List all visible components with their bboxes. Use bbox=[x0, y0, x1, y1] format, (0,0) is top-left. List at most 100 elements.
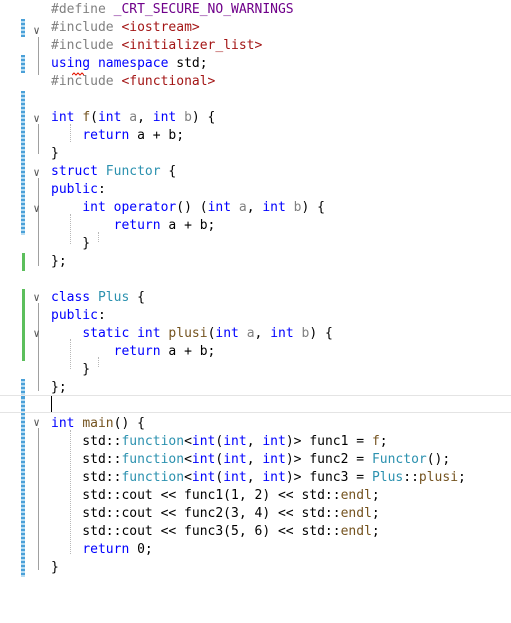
code-token: <iostream> bbox=[121, 20, 200, 35]
code-token: int bbox=[191, 434, 216, 449]
code-token: std::cout << func2(3, 4) << std:: bbox=[51, 506, 341, 521]
indent-guide bbox=[70, 339, 71, 369]
code-line-text: int f(int a, int b) { bbox=[51, 109, 215, 127]
code-token: , bbox=[246, 200, 263, 215]
code-line-text: std::function<int(int, int)> func2 = Fun… bbox=[51, 451, 450, 469]
code-token: main bbox=[82, 416, 114, 431]
code-line-text: }; bbox=[51, 379, 67, 397]
code-line[interactable]: return a + b; bbox=[0, 127, 511, 145]
code-line-text: std::function<int(int, int)> func1 = f; bbox=[51, 433, 387, 451]
code-token: { bbox=[160, 164, 177, 179]
code-token: } bbox=[51, 362, 91, 377]
code-token bbox=[129, 326, 137, 341]
code-line-text: std::function<int(int, int)> func3 = Plu… bbox=[51, 469, 466, 487]
code-token: (); bbox=[426, 452, 451, 467]
code-line[interactable]: std::function<int(int, int)> func3 = Plu… bbox=[0, 469, 511, 487]
indent-guide bbox=[98, 232, 99, 242]
code-line[interactable]: }; bbox=[0, 253, 511, 271]
code-line[interactable] bbox=[0, 91, 511, 109]
code-line[interactable]: std::function<int(int, int)> func1 = f; bbox=[0, 433, 511, 451]
code-line-text: using namespace std; bbox=[51, 55, 208, 73]
code-token bbox=[294, 326, 302, 341]
code-line[interactable]: public: bbox=[0, 181, 511, 199]
code-line[interactable]: std::cout << func1(1, 2) << std::endl; bbox=[0, 487, 511, 505]
code-line[interactable]: std::cout << func3(5, 6) << std::endl; bbox=[0, 523, 511, 541]
change-bar-modified bbox=[21, 55, 25, 73]
code-token: a + b; bbox=[160, 344, 216, 359]
code-token: int bbox=[262, 200, 286, 215]
code-token: a + b; bbox=[129, 128, 185, 143]
code-token: }; bbox=[51, 254, 67, 269]
code-line[interactable]: struct Functor { bbox=[0, 163, 511, 181]
code-token: a bbox=[246, 326, 255, 341]
outline-guide bbox=[38, 303, 39, 391]
fold-toggle-icon[interactable]: ∨ bbox=[33, 24, 40, 37]
code-token: int bbox=[191, 452, 216, 467]
code-token: < bbox=[184, 434, 192, 449]
code-token: #define bbox=[51, 2, 114, 17]
code-line[interactable]: std::function<int(int, int)> func2 = Fun… bbox=[0, 451, 511, 469]
code-token: { bbox=[129, 290, 145, 305]
code-line[interactable]: public: bbox=[0, 307, 511, 325]
outline-guide bbox=[38, 37, 39, 75]
code-token: public bbox=[51, 308, 98, 323]
code-token: int bbox=[262, 434, 286, 449]
code-token: int bbox=[262, 452, 286, 467]
code-line[interactable]: }; bbox=[0, 379, 511, 397]
fold-toggle-icon[interactable]: ∨ bbox=[33, 202, 40, 215]
code-token: int bbox=[207, 200, 232, 215]
code-line[interactable]: return a + b; bbox=[0, 217, 511, 235]
code-token: ( bbox=[215, 470, 224, 485]
code-token: ; bbox=[458, 470, 466, 485]
code-line[interactable]: #define _CRT_SECURE_NO_WARNINGS bbox=[0, 1, 511, 19]
code-token: struct bbox=[51, 164, 98, 179]
code-line[interactable]: } bbox=[0, 145, 511, 163]
code-line-text: std::cout << func2(3, 4) << std::endl; bbox=[51, 505, 380, 523]
code-token: } bbox=[51, 560, 59, 575]
code-line[interactable] bbox=[0, 271, 511, 289]
code-line[interactable]: return a + b; bbox=[0, 343, 511, 361]
code-token: <functional> bbox=[121, 74, 216, 89]
code-token: ; bbox=[371, 506, 380, 521]
code-line[interactable]: std::cout << func2(3, 4) << std::endl; bbox=[0, 505, 511, 523]
fold-toggle-icon[interactable]: ∨ bbox=[33, 416, 40, 429]
code-token: , bbox=[137, 110, 153, 125]
code-line[interactable]: return 0; bbox=[0, 541, 511, 559]
indent-guide bbox=[70, 430, 71, 554]
code-token: endl bbox=[340, 506, 372, 521]
code-token bbox=[239, 326, 247, 341]
fold-toggle-icon[interactable]: ∨ bbox=[33, 327, 40, 340]
code-token: std; bbox=[168, 56, 208, 71]
code-token: Functor bbox=[371, 452, 427, 467]
code-line[interactable]: } bbox=[0, 559, 511, 577]
code-line[interactable]: } bbox=[0, 361, 511, 379]
outline-guide bbox=[38, 428, 39, 570]
code-token: ( bbox=[207, 326, 216, 341]
code-line[interactable]: class Plus { bbox=[0, 289, 511, 307]
fold-toggle-icon[interactable]: ∨ bbox=[33, 112, 40, 125]
code-token: #include bbox=[51, 74, 122, 89]
code-line[interactable]: int operator() (int a, int b) { bbox=[0, 199, 511, 217]
code-line[interactable]: #include <functional> bbox=[0, 73, 511, 91]
code-line[interactable]: using namespace std; bbox=[0, 55, 511, 73]
code-token: int bbox=[51, 110, 75, 125]
code-line[interactable]: #include <iostream> bbox=[0, 19, 511, 37]
code-token: int bbox=[137, 326, 161, 341]
code-token: Functor bbox=[105, 164, 161, 179]
code-token: std:: bbox=[51, 470, 122, 485]
fold-toggle-icon[interactable]: ∨ bbox=[33, 166, 40, 179]
code-line[interactable]: #include <initializer_list> bbox=[0, 37, 511, 55]
code-token: , bbox=[254, 326, 271, 341]
outline-guide bbox=[38, 124, 39, 154]
code-line[interactable]: static int plusi(int a, int b) { bbox=[0, 325, 511, 343]
code-line-text: } bbox=[51, 559, 59, 577]
code-token: std:: bbox=[51, 452, 122, 467]
code-token: int bbox=[82, 200, 106, 215]
fold-toggle-icon[interactable]: ∨ bbox=[33, 291, 40, 304]
code-line-text: public: bbox=[51, 307, 106, 325]
code-line[interactable]: int main() { bbox=[0, 415, 511, 433]
code-line[interactable]: int f(int a, int b) { bbox=[0, 109, 511, 127]
code-line[interactable]: } bbox=[0, 235, 511, 253]
code-token: function bbox=[121, 452, 185, 467]
